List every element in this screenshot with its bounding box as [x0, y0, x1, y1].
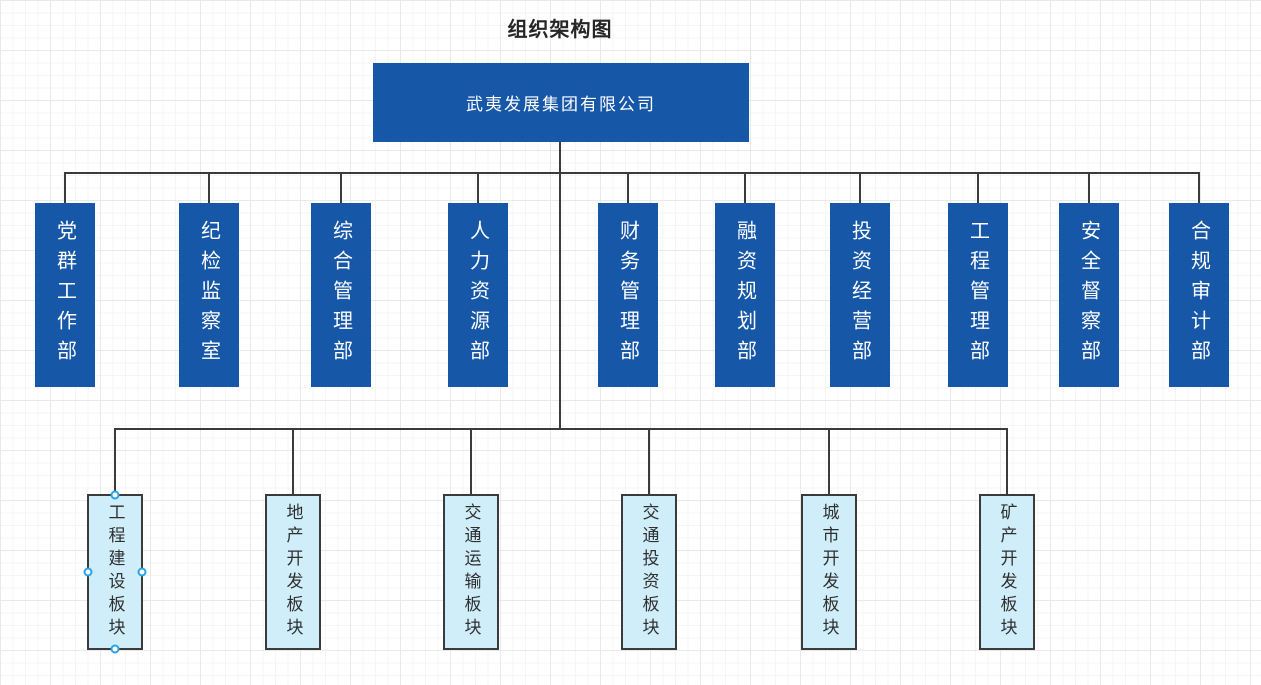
connector-drop-dept-9	[1088, 172, 1090, 203]
sector-node-mining-development[interactable]: 矿产开发板块	[979, 494, 1035, 650]
connector-sectors-bus	[114, 428, 1008, 430]
dept-node-label: 财务管理部	[616, 220, 639, 370]
dept-node-investment-operation[interactable]: 投资经营部	[830, 203, 890, 387]
dept-node-label: 安全督察部	[1077, 220, 1100, 370]
sector-node-engineering-construction[interactable]: 工程建设板块	[83, 490, 147, 654]
dept-node-human-resources[interactable]: 人力资源部	[448, 203, 508, 387]
connector-drop-dept-7	[859, 172, 861, 203]
sector-node-transportation[interactable]: 交通运输板块	[443, 494, 499, 650]
dept-node-engineering-management[interactable]: 工程管理部	[948, 203, 1008, 387]
connector-drop-dept-6	[744, 172, 746, 203]
connector-drop-dept-3	[340, 172, 342, 203]
connector-drop-sector-5	[828, 428, 830, 494]
sector-node-label: 交通运输板块	[461, 503, 481, 641]
dept-node-label: 融资规划部	[733, 220, 756, 370]
connector-drop-sector-4	[648, 428, 650, 494]
dept-node-party-group-work[interactable]: 党群工作部	[35, 203, 95, 387]
connector-drop-sector-3	[470, 428, 472, 494]
dept-node-finance-management[interactable]: 财务管理部	[598, 203, 658, 387]
dept-node-label: 纪检监察室	[197, 220, 220, 370]
dept-node-general-management[interactable]: 综合管理部	[311, 203, 371, 387]
sector-node-real-estate-development[interactable]: 地产开发板块	[265, 494, 321, 650]
connector-drop-dept-8	[977, 172, 979, 203]
dept-node-compliance-audit[interactable]: 合规审计部	[1169, 203, 1229, 387]
connector-drop-dept-1	[64, 172, 66, 203]
connector-departments-bus	[64, 172, 1199, 174]
sector-node-urban-development[interactable]: 城市开发板块	[801, 494, 857, 650]
connector-drop-dept-10	[1198, 172, 1200, 203]
connector-trunk	[559, 141, 561, 429]
dept-node-label: 投资经营部	[848, 220, 871, 370]
sector-node-label: 工程建设板块	[105, 503, 125, 641]
sector-node-label: 交通投资板块	[639, 503, 659, 641]
root-node-company[interactable]: 武夷发展集团有限公司	[373, 63, 749, 142]
dept-node-financing-planning[interactable]: 融资规划部	[715, 203, 775, 387]
sector-node-transport-investment[interactable]: 交通投资板块	[621, 494, 677, 650]
connector-drop-dept-2	[208, 172, 210, 203]
selection-handle-top[interactable]	[110, 490, 120, 500]
connector-drop-dept-5	[627, 172, 629, 203]
sector-node-label: 城市开发板块	[819, 503, 839, 641]
connector-drop-sector-6	[1006, 428, 1008, 494]
dept-node-label: 人力资源部	[466, 220, 489, 370]
selection-handle-left[interactable]	[83, 567, 93, 577]
selection-handle-bottom[interactable]	[110, 644, 120, 654]
root-node-label: 武夷发展集团有限公司	[466, 95, 656, 114]
sector-node-label: 矿产开发板块	[997, 503, 1017, 641]
selection-handle-right[interactable]	[137, 567, 147, 577]
connector-drop-sector-1	[114, 428, 116, 494]
connector-drop-dept-4	[477, 172, 479, 203]
dept-node-label: 合规审计部	[1187, 220, 1210, 370]
dept-node-label: 工程管理部	[966, 220, 989, 370]
dept-node-discipline-inspection[interactable]: 纪检监察室	[179, 203, 239, 387]
dept-node-safety-supervision[interactable]: 安全督察部	[1059, 203, 1119, 387]
diagram-title: 组织架构图	[507, 19, 613, 41]
sector-node-label: 地产开发板块	[283, 503, 303, 641]
dept-node-label: 综合管理部	[329, 220, 352, 370]
dept-node-label: 党群工作部	[53, 220, 76, 370]
connector-drop-sector-2	[292, 428, 294, 494]
